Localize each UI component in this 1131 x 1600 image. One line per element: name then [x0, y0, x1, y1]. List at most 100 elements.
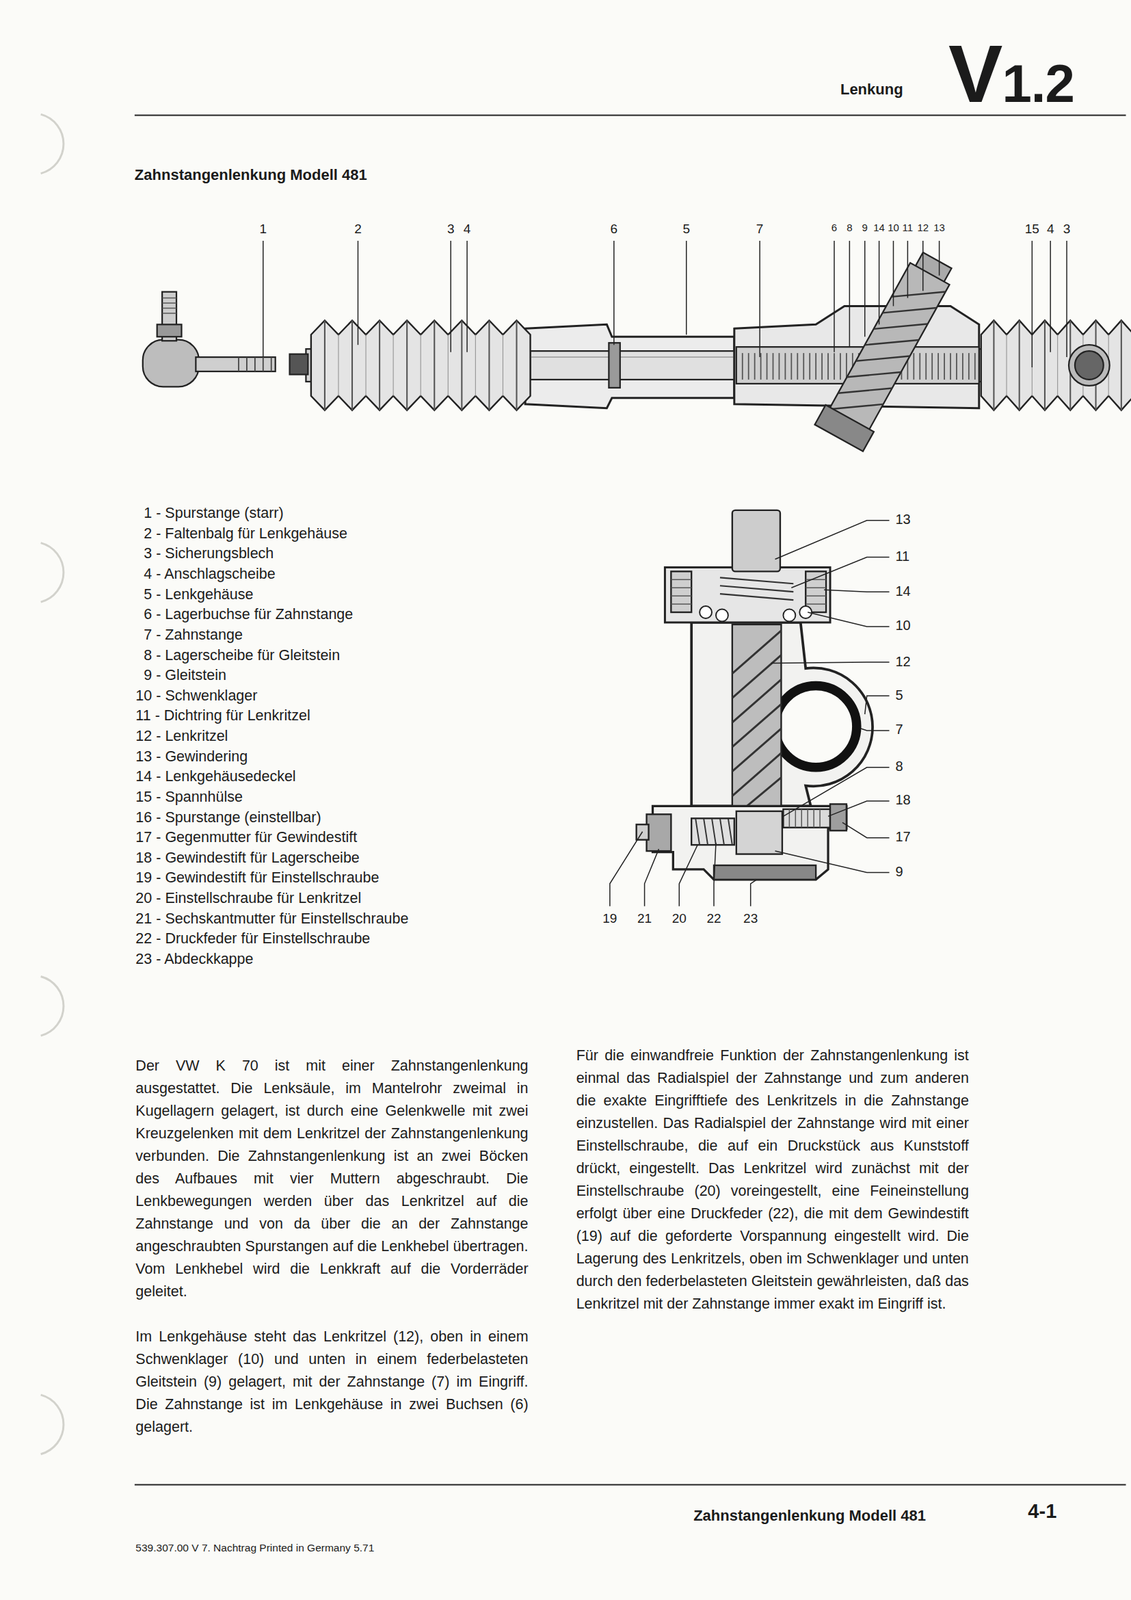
callout-number: 3 [1046, 221, 1088, 238]
part-list-item: 18 - Gewindestift für Lagerscheibe [135, 849, 359, 868]
pinion-section-drawing [789, 808, 820, 828]
leader-line [878, 240, 880, 325]
part-list-item: 3 - Sicherungsblech [143, 544, 274, 563]
callout-number: 13 [895, 510, 911, 528]
steering-rack-drawing [262, 356, 264, 372]
rack-teeth [833, 352, 835, 380]
pinion-section-drawing [670, 586, 692, 588]
bellows [1057, 334, 1058, 396]
steering-rack-drawing [530, 350, 735, 380]
rack-teeth [748, 352, 750, 380]
rack-teeth [937, 352, 939, 380]
section-name: Lenkung [840, 80, 904, 99]
bellows [406, 320, 408, 410]
callout-number: 14 [895, 582, 911, 600]
pinion-section-drawing [732, 728, 782, 772]
leader-line [774, 850, 889, 872]
callout-number: 11 [895, 547, 910, 565]
leader-line [893, 240, 894, 306]
punch-hole [41, 114, 64, 1454]
pinion-section-drawing [830, 803, 847, 831]
pinion-section-drawing [732, 655, 782, 699]
leader-line [782, 767, 889, 817]
callout-number: 8 [895, 757, 903, 775]
steering-rack-drawing [608, 342, 620, 388]
leader-line [907, 240, 909, 299]
rack-teeth [912, 352, 915, 380]
rack-teeth [796, 352, 798, 380]
steering-rack-drawing [270, 356, 273, 372]
callout-number: 12 [895, 653, 911, 670]
bellows [365, 334, 366, 396]
pinion-section-drawing [670, 579, 692, 580]
body-text: Der VW K 70 ist mit einer Zahnstangenlen… [135, 1054, 528, 1303]
steering-rack-drawing [289, 354, 309, 375]
section-number: V1.2 [948, 32, 1075, 115]
callout-number: 5 [895, 686, 903, 703]
rack-teeth [931, 352, 933, 380]
leader-line [860, 728, 890, 731]
leader-line [713, 842, 716, 906]
bellows [1018, 320, 1021, 410]
part-list-item: 16 - Spurstange (einstellbar) [135, 808, 321, 827]
pinion-section-drawing [646, 813, 672, 851]
rack-teeth [968, 352, 970, 380]
part-list-item: 20 - Einstellschraube für Lenkritzel [135, 889, 362, 908]
pinion-section-drawing [699, 605, 712, 619]
rack-teeth [925, 352, 927, 380]
callout-number: 22 [693, 910, 735, 927]
leader-line [357, 240, 359, 345]
leader-line [1066, 240, 1067, 357]
part-list-item: 22 - Druckfeder für Einstellschraube [135, 929, 370, 948]
bellows [351, 320, 353, 410]
bellows [393, 334, 394, 396]
pinion-section-drawing [653, 805, 847, 879]
bellows [1005, 334, 1007, 396]
bellows [324, 320, 326, 410]
steering-rack-drawing [530, 356, 735, 357]
leader-line [613, 240, 615, 345]
pinion-section-drawing [805, 603, 827, 604]
pinion-section-drawing [732, 703, 782, 747]
leader-line [644, 848, 660, 907]
steering-rack-drawing [1068, 344, 1110, 386]
rack-teeth [839, 352, 842, 380]
callout-number: 2 [337, 221, 379, 238]
callout-number: 21 [624, 910, 666, 927]
rack-teeth [790, 352, 792, 380]
leader-line [864, 240, 866, 337]
leader-line [609, 831, 643, 907]
leader-line [774, 520, 889, 560]
bellows [311, 320, 531, 410]
steering-rack-drawing [162, 302, 177, 303]
print-info: 539.307.00 V 7. Nachtrag Printed in Germ… [135, 1541, 375, 1555]
part-list-item: 12 - Lenkritzel [135, 727, 228, 746]
pinion-section-drawing [744, 777, 782, 809]
leader-line [1049, 240, 1051, 353]
steering-rack-drawing [815, 246, 962, 452]
callout-number: 23 [730, 910, 772, 927]
part-list-item: 10 - Schwenklager [135, 687, 258, 705]
rack-teeth [974, 352, 976, 380]
rack-teeth [949, 352, 952, 380]
part-list-item: 21 - Sechskantmutter für Einstellschraub… [135, 910, 409, 928]
rack-teeth [760, 352, 762, 380]
part-list-item: 5 - Lenkgehäuse [143, 586, 254, 604]
bellows [311, 320, 531, 410]
leader-line [938, 240, 940, 276]
rack-teeth [943, 352, 946, 380]
leader-line [466, 240, 468, 353]
pinion-section-drawing [732, 624, 782, 809]
pinion-section-drawing [732, 630, 782, 674]
bellows [515, 320, 517, 410]
callout-number: 5 [666, 221, 708, 238]
rack-teeth [919, 352, 921, 380]
callout-number: 7 [739, 221, 781, 238]
callout-number: 1 [242, 221, 284, 238]
rack-teeth [754, 352, 756, 380]
page-title: Zahnstangenlenkung Modell 481 [134, 166, 368, 184]
part-list-item: 2 - Faltenbalg für Lenkgehäuse [143, 525, 348, 543]
bellows [981, 320, 1131, 410]
part-list-item: 1 - Spurstange (starr) [143, 504, 284, 523]
